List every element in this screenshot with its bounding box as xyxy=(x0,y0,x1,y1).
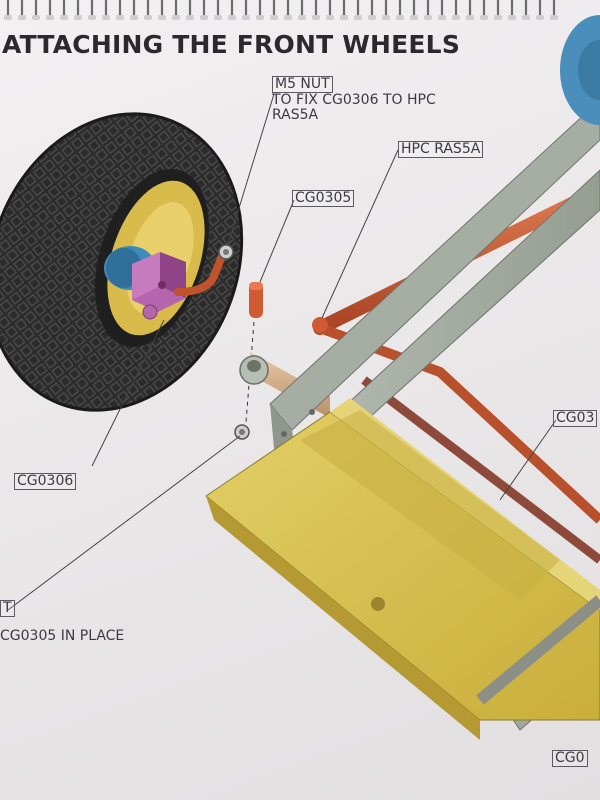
leader-lines xyxy=(7,93,557,611)
callout-cg-right-bottom: CG0 xyxy=(552,750,588,767)
callout-code: CG03 xyxy=(553,410,598,427)
callout-code: CG0306 xyxy=(14,473,77,490)
callout-code: HPC RAS5A xyxy=(398,141,484,158)
bracket-cg0306 xyxy=(132,252,186,320)
callout-description: RAS5A xyxy=(272,107,319,123)
callout-m5-nut: M5 NUT TO FIX CG0306 TO HPC RAS5A xyxy=(272,76,436,123)
callout-cg0306: CG0306 xyxy=(14,473,77,490)
callout-code: M5 NUT xyxy=(272,76,333,93)
callout-description: CG0305 IN PLACE xyxy=(0,628,125,644)
callout-bottom-left: T CG0305 IN PLACE xyxy=(0,600,124,644)
callout-hpc-ras5a: HPC RAS5A xyxy=(398,141,484,158)
callout-code: CG0305 xyxy=(292,190,355,207)
callout-code: T xyxy=(0,600,15,617)
yellow-frame-part xyxy=(205,398,600,740)
callout-code: CG0 xyxy=(552,750,588,767)
page-title: ATTACHING THE FRONT WHEELS xyxy=(2,30,461,59)
callout-description: TO FIX CG0306 TO HPC xyxy=(272,92,436,108)
spiral-binding xyxy=(4,0,558,20)
callout-cg0305: CG0305 xyxy=(292,190,355,207)
bolt-cg0305 xyxy=(249,282,263,318)
callout-cg-right-top: CG03 xyxy=(553,410,598,427)
